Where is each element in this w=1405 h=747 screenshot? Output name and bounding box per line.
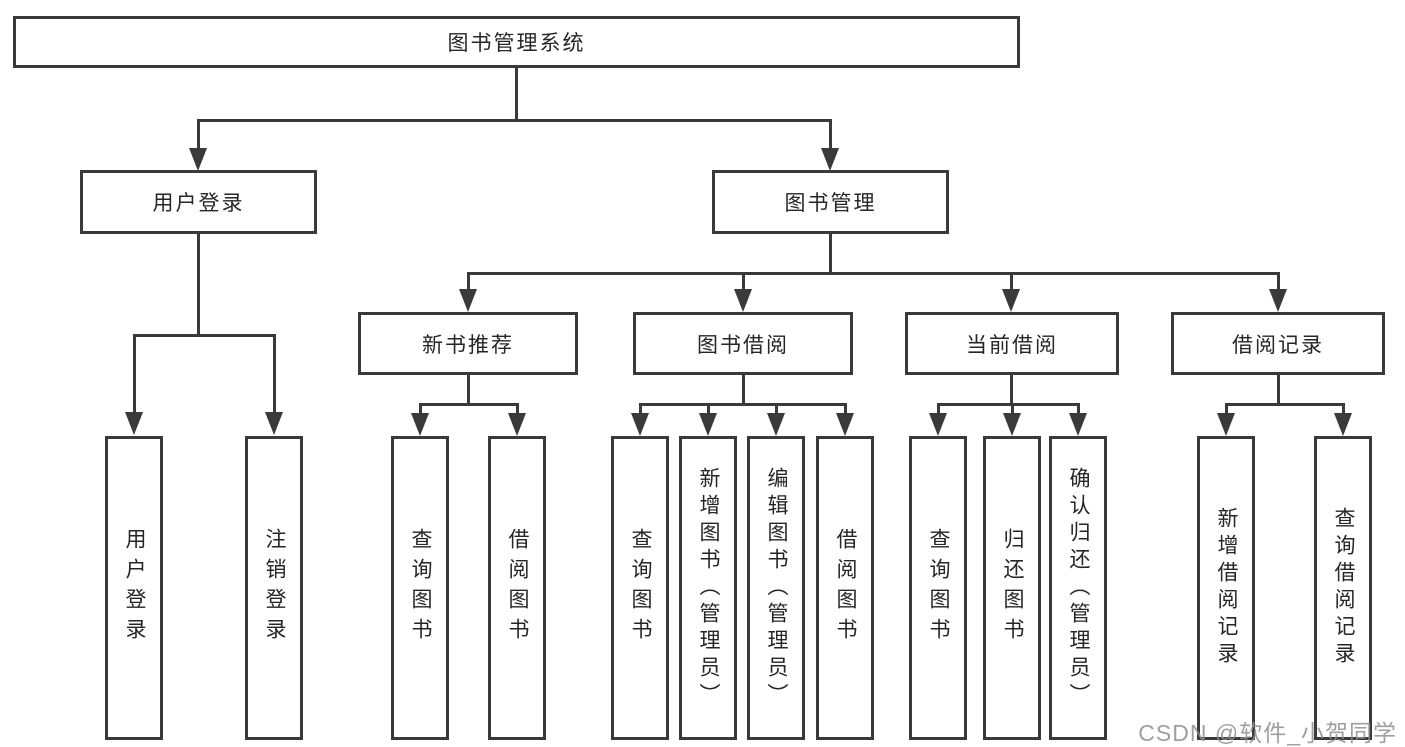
- connector-line: [1277, 272, 1280, 292]
- connector-line: [742, 272, 745, 292]
- connector-line: [639, 403, 847, 406]
- connector-line: [467, 272, 470, 292]
- leaf-logout: 注销登录: [245, 436, 303, 740]
- connector-line: [515, 68, 518, 120]
- connector-line: [1342, 403, 1345, 417]
- connector-line: [273, 334, 276, 414]
- connector-line: [775, 403, 778, 417]
- arrow-down-icon: [265, 412, 283, 435]
- leaf-borrow-books-recommend: 借阅图书: [488, 436, 546, 740]
- arrow-down-icon: [1003, 413, 1021, 436]
- arrow-down-icon: [459, 289, 477, 312]
- leaf-return-books: 归还图书: [983, 436, 1041, 740]
- node-user-login: 用户登录: [80, 170, 317, 234]
- connector-line: [1225, 403, 1345, 406]
- leaf-query-books-borrowing: 查询图书: [611, 436, 669, 740]
- connector-line: [829, 234, 832, 275]
- leaf-add-book-admin: 新增图书（管理员）: [679, 436, 737, 740]
- arrow-down-icon: [767, 413, 785, 436]
- arrow-down-icon: [1002, 289, 1020, 312]
- leaf-user-login: 用户登录: [105, 436, 163, 740]
- node-new-book-recommend: 新书推荐: [358, 312, 578, 375]
- connector-line: [133, 334, 275, 337]
- arrow-down-icon: [189, 148, 207, 171]
- connector-line: [1225, 403, 1228, 417]
- connector-line: [467, 375, 470, 406]
- leaf-edit-book-admin: 编辑图书（管理员）: [747, 436, 805, 740]
- connector-line: [133, 334, 136, 414]
- connector-line: [937, 403, 940, 417]
- node-current-borrowing: 当前借阅: [905, 312, 1119, 375]
- connector-line: [1277, 375, 1280, 406]
- arrow-down-icon: [836, 413, 854, 436]
- leaf-add-borrow-record: 新增借阅记录: [1197, 436, 1255, 740]
- arrow-down-icon: [929, 413, 947, 436]
- connector-line: [937, 403, 1080, 406]
- connector-line: [516, 403, 519, 417]
- arrow-down-icon: [508, 413, 526, 436]
- csdn-watermark: CSDN @软件_小贺同学: [1138, 720, 1397, 746]
- connector-line: [419, 403, 519, 406]
- arrow-down-icon: [1217, 413, 1235, 436]
- connector-line: [1077, 403, 1080, 417]
- connector-line: [1010, 272, 1013, 292]
- connector-line: [197, 119, 200, 153]
- arrow-down-icon: [821, 148, 839, 171]
- leaf-query-borrow-record: 查询借阅记录: [1314, 436, 1372, 740]
- node-book-management: 图书管理: [712, 170, 949, 234]
- arrow-down-icon: [1069, 413, 1087, 436]
- arrow-down-icon: [631, 413, 649, 436]
- connector-line: [419, 403, 422, 417]
- connector-line: [1011, 403, 1014, 417]
- leaf-query-books-recommend: 查询图书: [391, 436, 449, 740]
- arrow-down-icon: [125, 412, 143, 435]
- node-book-borrowing: 图书借阅: [633, 312, 853, 375]
- arrow-down-icon: [1334, 413, 1352, 436]
- connector-line: [1010, 375, 1013, 406]
- arrow-down-icon: [411, 413, 429, 436]
- connector-line: [844, 403, 847, 417]
- arrow-down-icon: [1269, 289, 1287, 312]
- connector-line: [197, 234, 200, 336]
- leaf-borrow-books-borrowing: 借阅图书: [816, 436, 874, 740]
- connector-line: [829, 119, 832, 153]
- arrow-down-icon: [699, 413, 717, 436]
- node-root: 图书管理系统: [13, 16, 1020, 68]
- connector-line: [467, 272, 1280, 275]
- connector-line: [197, 119, 832, 122]
- arrow-down-icon: [734, 289, 752, 312]
- connector-line: [639, 403, 642, 417]
- node-borrowing-records: 借阅记录: [1171, 312, 1385, 375]
- leaf-confirm-return-admin: 确认归还（管理员）: [1049, 436, 1107, 740]
- leaf-query-books-current: 查询图书: [909, 436, 967, 740]
- connector-line: [742, 375, 745, 406]
- connector-line: [707, 403, 710, 417]
